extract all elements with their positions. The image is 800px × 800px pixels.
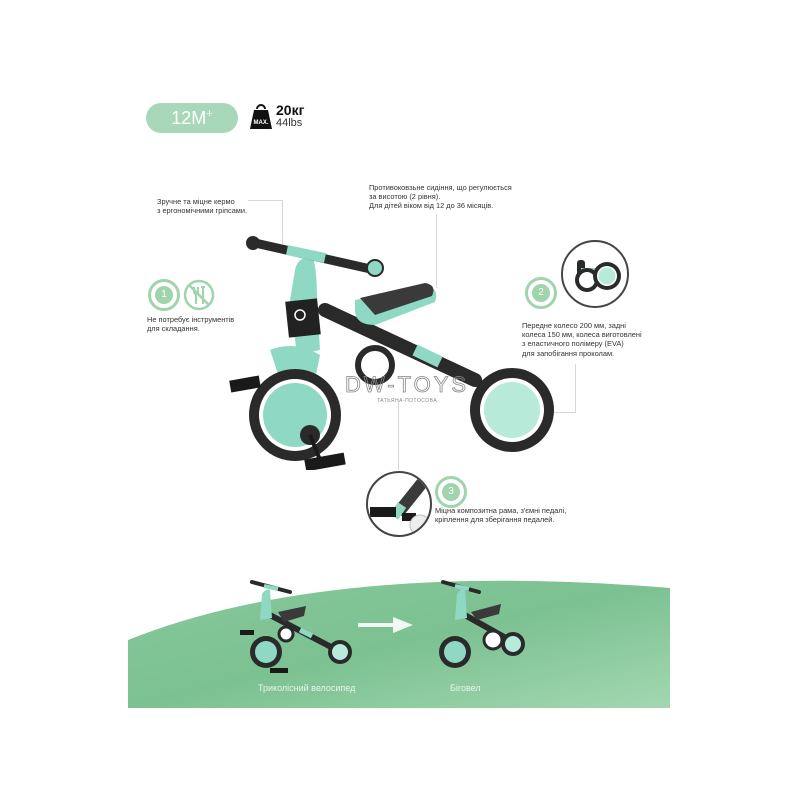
weight-lbs: 44lbs [276, 116, 303, 129]
note-line: Передне колесо 200 мм, задні [522, 321, 626, 330]
handlebar-note: Зручне та міцне кермо з ергономічними гр… [157, 197, 247, 215]
feature-2-note: Передне колесо 200 мм, задні колеса 150 … [522, 321, 642, 358]
leader-line [248, 200, 282, 201]
leader-line [540, 412, 576, 413]
no-tools-icon [183, 279, 215, 311]
frame-pedal-detail-image [366, 471, 432, 537]
feature-number: 3 [442, 483, 460, 501]
feature-3-number-icon: 3 [435, 476, 467, 508]
feature-number: 1 [155, 286, 173, 304]
rear-wheel-detail-image [561, 240, 629, 308]
note-line: для запобігання проколам. [522, 348, 615, 358]
leader-line [282, 200, 283, 244]
note-line: Міцна композитна рама, з'ємні педалі, [435, 506, 567, 515]
watermark-text: DW-TOYS [345, 372, 470, 398]
feature-1-note: Не потребує інструментів для складання. [147, 315, 234, 333]
note-line: колеса 150 мм, колеса виготовлені [522, 330, 642, 340]
feature-2-number-icon: 2 [525, 277, 557, 309]
leader-line [575, 364, 576, 412]
svg-text:MAX.: MAX. [254, 120, 269, 126]
watermark-subtext: ТАТЬЯНА-ПОТОСОВА [376, 398, 438, 404]
feature-3-note: Міцна композитна рама, з'ємні педалі, кр… [435, 506, 566, 524]
max-weight: MAX. 20кг 44lbs [250, 102, 305, 130]
age-value: 12M [171, 108, 207, 128]
transform-banner: Триколісний велосипед Біговел [128, 570, 670, 708]
note-line: для складання. [147, 324, 200, 334]
note-line: Зручне та міцне кермо [157, 197, 235, 206]
note-line: Для дітей віком від 12 до 36 місяців. [369, 201, 494, 211]
note-line: Не потребує інструментів [147, 315, 235, 324]
age-plus: + [206, 108, 213, 120]
tricycle-image [225, 230, 555, 472]
leader-line [436, 214, 437, 288]
balance-bike-mode-label: Біговел [450, 683, 481, 693]
seat-note: Противоковзьне сидіння, що регулюється з… [369, 183, 512, 211]
tricycle-mode-label: Триколісний велосипед [258, 683, 356, 693]
note-line: Противоковзьне сидіння, що регулюється [369, 183, 512, 192]
watermark: DW-TOYS ТАТЬЯНА-ПОТОСОВА [345, 372, 469, 404]
note-line: з еластичного полімеру (EVA) [522, 339, 624, 349]
leader-line [398, 400, 399, 470]
weight-kg: 20кг [276, 102, 305, 118]
note-line: з ергономічними гріпсами. [157, 206, 248, 216]
weight-icon: MAX. [250, 104, 272, 130]
feature-number: 2 [532, 284, 550, 302]
age-badge: 12M+ [146, 103, 238, 133]
feature-1-number-icon: 1 [148, 279, 180, 311]
note-line: кріплення для зберігання педалей. [435, 515, 555, 525]
note-line: за висотою (2 рівня). [369, 192, 441, 202]
